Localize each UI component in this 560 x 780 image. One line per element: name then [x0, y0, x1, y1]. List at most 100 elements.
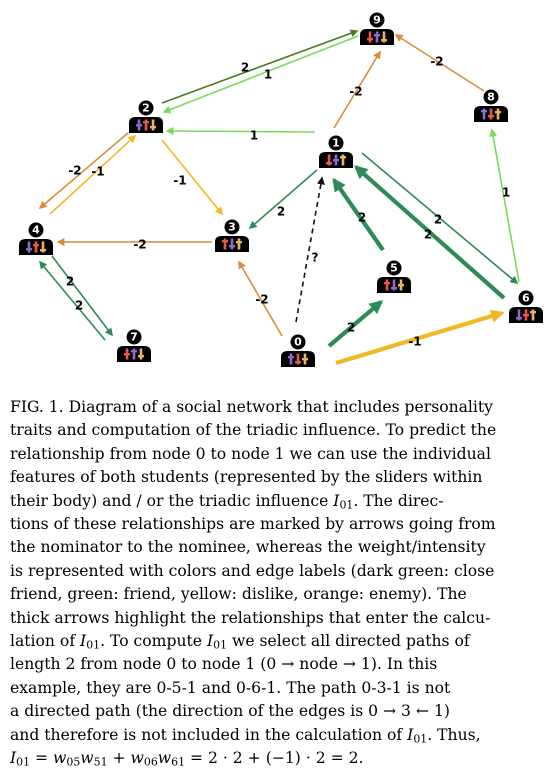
edge-2-to-4: [38, 132, 129, 210]
edge-label-6-to-1: 2: [424, 228, 432, 242]
caption-line: thick arrows highlight the relationships…: [10, 608, 491, 627]
node-number: 5: [390, 262, 398, 275]
node-0: 0: [281, 334, 315, 367]
trait-slider: [27, 241, 31, 253]
caption-line: traits and computation of the triadic in…: [10, 421, 497, 440]
edge-7-to-4: [38, 260, 106, 341]
node-6: 6: [509, 290, 543, 323]
trait-slider: [151, 119, 155, 131]
node-5: 5: [377, 260, 411, 293]
trait-slider-knob: [530, 311, 536, 314]
trait-slider-knob: [495, 111, 501, 114]
caption-line: relationship from node 0 to node 1 we ca…: [10, 444, 491, 463]
node-number: 4: [32, 224, 40, 237]
trait-slider-knob: [488, 115, 494, 118]
trait-slider: [517, 309, 521, 321]
edge-1-to-2: [165, 127, 316, 136]
trait-slider-knob: [40, 249, 46, 252]
edge-6-to-8: [489, 128, 520, 283]
node-head: [290, 334, 306, 350]
caption-line: tions of these relationships are marked …: [10, 515, 496, 534]
caption-line: features of both students (represented b…: [10, 468, 483, 487]
caption-line: length 2 from node 0 to node 1 (0 → node…: [10, 655, 438, 674]
edge-label-2-to-4: -2: [68, 164, 81, 178]
node-number: 1: [332, 137, 340, 150]
trait-slider: [34, 241, 38, 253]
edge-label-9-to-2: 1: [264, 68, 272, 82]
node-4: 4: [19, 222, 53, 255]
trait-slider-knob: [288, 356, 294, 359]
edge-0-to-1: [295, 176, 325, 323]
trait-slider-knob: [222, 240, 228, 243]
trait-slider: [496, 108, 500, 120]
trait-slider: [144, 119, 148, 131]
edge-label-2-to-3: -1: [173, 174, 186, 188]
trait-slider: [531, 309, 535, 321]
trait-slider-knob: [131, 350, 137, 353]
trait-slider-knob: [26, 248, 32, 251]
node-number: 0: [294, 336, 302, 349]
edges-layer: [38, 29, 520, 366]
trait-slider: [368, 31, 372, 43]
trait-slider-knob: [138, 355, 144, 358]
caption-line: and therefore is not included in the cal…: [10, 725, 481, 746]
node-7: 7: [117, 329, 151, 362]
trait-slider-knob: [481, 110, 487, 113]
trait-slider: [392, 279, 396, 291]
node-8: 8: [474, 89, 508, 122]
node-head: [328, 135, 344, 151]
node-head: [28, 222, 44, 238]
edge-label-4-to-2: -1: [91, 165, 104, 179]
edge-4-to-7: [51, 255, 113, 337]
caption-line: the nominator to the nominee, whereas th…: [10, 538, 486, 557]
caption-line: is represented with colors and edge labe…: [10, 561, 495, 580]
trait-slider-knob: [391, 287, 397, 290]
caption-line: FIG. 1. Diagram of a social network that…: [10, 398, 493, 416]
node-3: 3: [215, 219, 249, 252]
edge-label-6-to-8: 1: [502, 186, 510, 200]
edge-0-to-6: [335, 309, 505, 366]
trait-slider-knob: [302, 358, 308, 361]
edge-4-to-2: [49, 134, 137, 215]
trait-slider-knob: [136, 124, 142, 127]
trait-slider-knob: [150, 126, 156, 129]
caption-line: their body) and / or the triadic influen…: [10, 491, 444, 512]
node-head: [126, 329, 142, 345]
edge-label-1-to-2: 1: [250, 129, 258, 143]
trait-slider: [385, 279, 389, 291]
trait-slider-knob: [340, 156, 346, 159]
node-9: 9: [360, 12, 394, 45]
trait-slider: [375, 31, 379, 43]
trait-slider: [237, 238, 241, 250]
trait-slider-knob: [143, 121, 149, 124]
trait-slider: [341, 154, 345, 166]
edge-label-5-to-1: 2: [358, 211, 366, 225]
edge-label-0-to-3: -2: [255, 293, 268, 307]
trait-slider: [132, 348, 136, 360]
edge-1-to-6: [361, 152, 519, 285]
edge-label-2-to-9: 2: [241, 61, 249, 75]
trait-slider: [296, 353, 300, 365]
node-head: [386, 260, 402, 276]
trait-slider-knob: [381, 39, 387, 42]
trait-slider-knob: [384, 282, 390, 285]
trait-slider: [223, 238, 227, 250]
trait-slider-knob: [516, 317, 522, 320]
node-number: 9: [373, 14, 381, 27]
edge-5-to-1: [332, 177, 385, 252]
node-head: [518, 290, 534, 306]
edge-label-8-to-9: -2: [430, 55, 443, 69]
trait-slider: [482, 108, 486, 120]
node-head: [138, 100, 154, 116]
trait-slider: [382, 31, 386, 43]
caption-line: example, they are 0-5-1 and 0-6-1. The p…: [10, 678, 451, 697]
node-2: 2: [129, 100, 163, 133]
edge-label-4-to-7: 2: [66, 275, 74, 289]
node-head: [369, 12, 385, 28]
edge-0-to-3: [238, 260, 283, 337]
edge-2-to-9: [161, 29, 359, 104]
trait-slider-knob: [295, 361, 301, 364]
edge-1-to-9: [333, 50, 381, 129]
